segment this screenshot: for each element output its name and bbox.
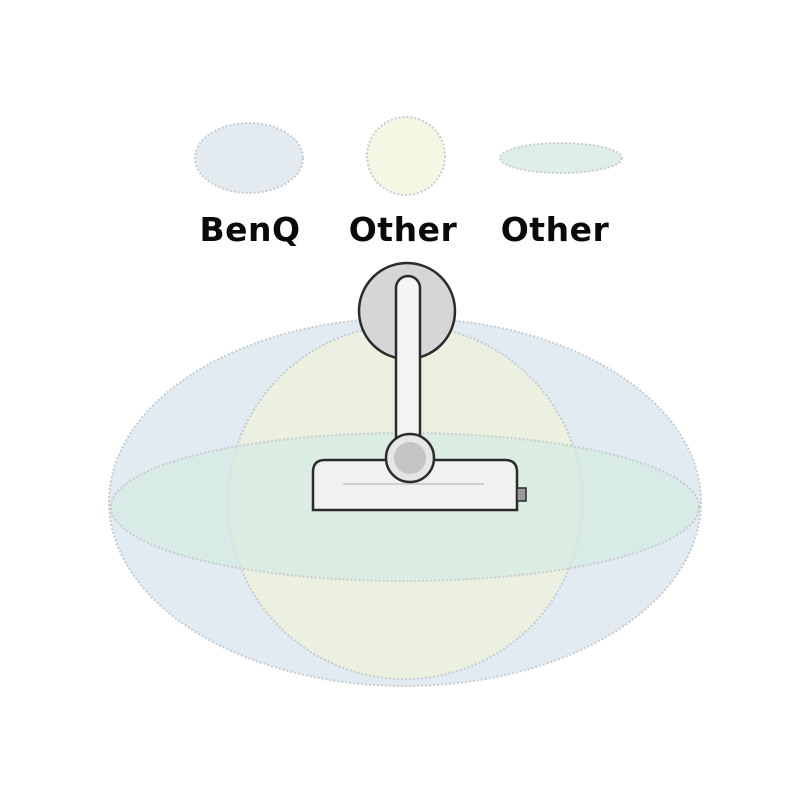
legend-swatch-other-2 xyxy=(500,143,622,173)
legend-label-benq: BenQ xyxy=(199,210,300,249)
support-arm xyxy=(396,276,420,460)
side-button xyxy=(517,488,526,501)
legend-label-other-2: Other xyxy=(501,210,610,249)
legend-label-other-1: Other xyxy=(349,210,458,249)
arm-joint-inner xyxy=(394,442,426,474)
legend-swatch-other-1 xyxy=(367,117,445,195)
legend-swatch-benq xyxy=(195,123,303,193)
